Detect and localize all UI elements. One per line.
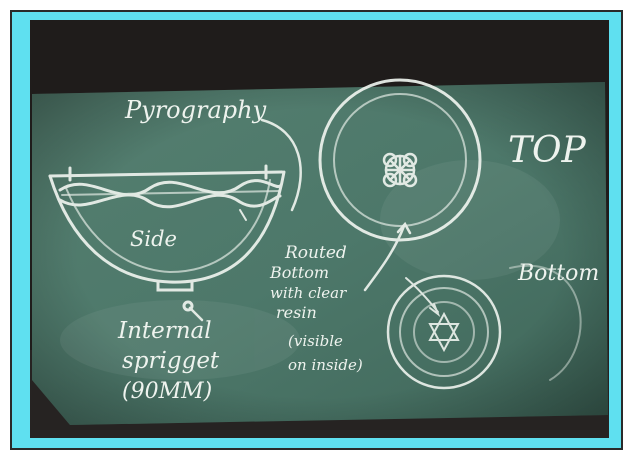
label-sprigget: sprigget — [122, 348, 220, 374]
label-visible: (visible — [288, 332, 343, 350]
label-pyrography: Pyrography — [124, 96, 267, 124]
label-bottom: Bottom — [517, 261, 599, 286]
photo-border: Pyrography Side TOP Bottom Internal spri… — [10, 10, 623, 450]
chalkboard-photo: Pyrography Side TOP Bottom Internal spri… — [30, 20, 609, 438]
chalkboard-drawing: Pyrography Side TOP Bottom Internal spri… — [30, 20, 609, 438]
label-with-clear: with clear — [270, 284, 347, 302]
label-side: Side — [130, 227, 177, 251]
label-routed: Routed — [284, 243, 347, 263]
label-on-inside: on inside) — [288, 356, 363, 374]
label-top: TOP — [508, 130, 587, 171]
label-routed-bottom: Bottom — [269, 263, 329, 282]
label-resin: resin — [276, 303, 317, 322]
label-internal: Internal — [117, 318, 212, 344]
label-90mm: (90MM) — [122, 379, 212, 404]
